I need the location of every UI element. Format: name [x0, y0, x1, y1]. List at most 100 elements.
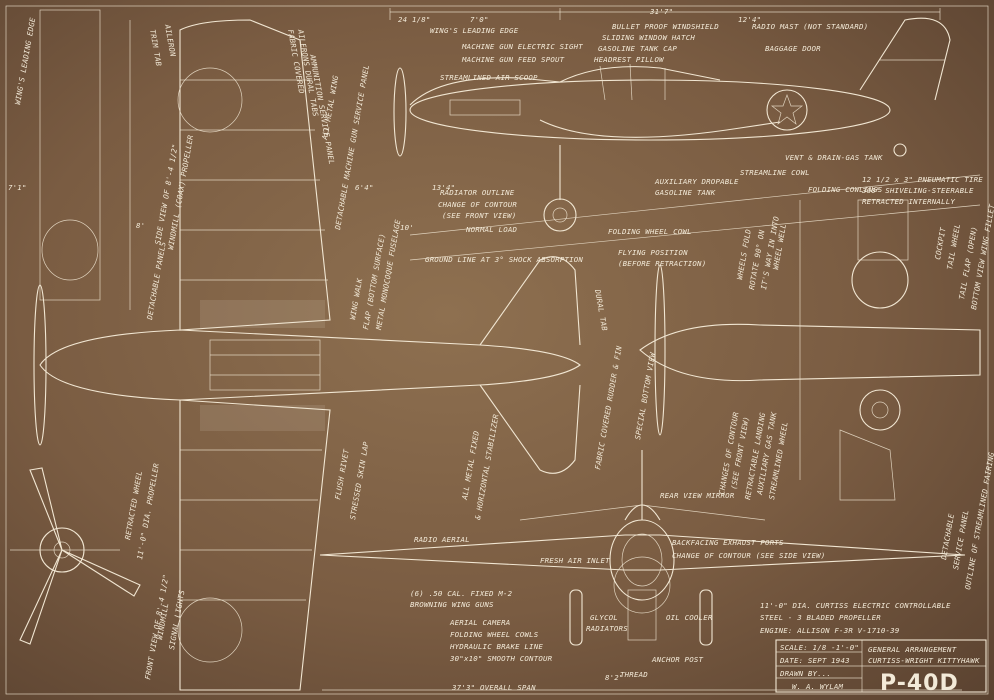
lbl-br-tail-wheel: TAIL WHEEL: [945, 223, 962, 270]
lbl-thread: THREAD: [620, 670, 648, 679]
lbl-gasoline-tank: GASOLINE TANK: [655, 188, 716, 197]
lbl-plan-horizontal-stab: & HORIZONTAL STABILIZER: [473, 413, 501, 521]
plan-cockpit: [209, 339, 321, 391]
lbl-see-front-view: (SEE FRONT VIEW): [442, 211, 516, 220]
lbl-streamlined-air-scoop: STREAMLINED AIR SCOOP: [440, 73, 538, 82]
plan-stabilizer-upper: [479, 256, 581, 346]
dim-d7: 8'2": [605, 673, 624, 682]
lbl-folding-wheel-cowls: FOLDING WHEEL COWLS: [450, 630, 539, 639]
lbl-radiators: RADIATORS: [586, 624, 628, 633]
lbl-gasoline-tank-cap: GASOLINE TANK CAP: [598, 44, 677, 53]
lbl-before-retraction: (BEFORE RETRACTION): [618, 259, 706, 268]
title-line2: CURTISS-WRIGHT KITTYHAWK: [868, 656, 980, 665]
lbl-radio-aerial: RADIO AERIAL: [414, 535, 470, 544]
lbl-ground-line: GROUND LINE AT 3° SHOCK ABSORPTION: [425, 255, 583, 264]
bottom-wheel: [859, 389, 901, 431]
title-block: [775, 639, 987, 693]
plan-fuselage: [39, 329, 581, 401]
lbl-retracted-internally: RETRACTED INTERNALLY: [862, 197, 955, 206]
front-radiator: [627, 589, 657, 641]
lbl-plan-stressed-skin: STRESSED SKIN LAP: [348, 441, 371, 521]
lbl-wing-leading-edge: WING'S LEADING EDGE: [430, 26, 519, 35]
dim-d4: 12'4": [738, 15, 761, 24]
lbl-flying-position: FLYING POSITION: [618, 248, 688, 257]
front-stabilizer: [519, 504, 766, 521]
dim-d2: 7'0": [470, 15, 489, 24]
title-drawer-name: W. A. WYLAM: [792, 682, 843, 691]
side-wing: [539, 119, 781, 138]
side-insignia: [766, 89, 808, 131]
lbl-rear-view-mirror: REAR VIEW MIRROR: [660, 491, 735, 500]
lbl-plan-special-bottom: SPECIAL BOTTOM VIEW: [633, 351, 657, 440]
plan-view: [33, 9, 666, 691]
lbl-change-of-contour2: CHANGE OF CONTOUR (SEE SIDE VIEW): [672, 551, 825, 560]
lbl-plan-wings-leading-edge: WING'S LEADING EDGE: [13, 16, 37, 105]
lbl-pneumatic-tire: 12 1/2 x 3" PNEUMATIC TIRE: [862, 175, 983, 184]
lbl-oil-cooler: OIL COOLER: [666, 613, 713, 622]
lbl-change-of-contour: CHANGE OF CONTOUR: [438, 200, 517, 209]
lbl-mg-electric-sight: MACHINE GUN ELECTRIC SIGHT: [461, 42, 583, 51]
lbl-folding-cowlings: FOLDING COWLINGS: [808, 185, 883, 194]
front-right-wheel: [699, 589, 713, 646]
front-wing: [319, 534, 966, 571]
front-view: [319, 450, 966, 691]
title-model: P-40D: [880, 671, 959, 696]
lbl-smooth-contour: 30"x10" SMOOTH CONTOUR: [449, 654, 553, 663]
side-fuselage: [409, 79, 891, 141]
lbl-mg-feed-spout: MACHINE GUN FEED SPOUT: [461, 55, 565, 64]
side-main-wheel: [543, 198, 577, 232]
lbl-folding-wheel-cowl: FOLDING WHEEL COWL: [608, 227, 692, 236]
side-canopy: [559, 66, 721, 83]
dim-d5: 13'4": [432, 183, 455, 192]
ground-line: [409, 174, 981, 236]
lbl-plan-trim-tab: TRIM TAB: [148, 29, 163, 68]
dim-d1: 24 1/8": [398, 15, 431, 24]
side-view: [389, 8, 981, 261]
lbl-vent-drain: VENT & DRAIN-GAS TANK: [785, 153, 883, 162]
sheet-border: [5, 5, 989, 695]
lbl-browning: BROWNING WING GUNS: [410, 600, 494, 609]
plan-lower-insignia: [177, 597, 243, 663]
side-tail-fin: [859, 17, 951, 101]
lbl-curtiss-electric: 11'-0" DIA. CURTISS ELECTRIC CONTROLLABL…: [760, 601, 951, 610]
lbl-normal-load: NORMAL LOAD: [465, 225, 517, 234]
plan-bottom-prop: [654, 264, 666, 436]
lbl-radiator-outline: RADIATOR OUTLINE: [440, 188, 515, 197]
front-prop-view: [10, 467, 141, 645]
lbl-plan-dural-tab: DURAL TAB: [593, 288, 609, 332]
lbl-bullet-proof-windshield: BULLET PROOF WINDSHIELD: [612, 22, 719, 31]
lbl-sliding-window-hatch: SLIDING WINDOW HATCH: [602, 33, 695, 42]
dim-d6: 10': [400, 223, 414, 232]
lbl-steel-3-bladed: STEEL - 3 BLADED PROPELLER: [760, 613, 881, 622]
lbl-overall-span: OVERALL SPAN: [480, 683, 536, 692]
title-line1: GENERAL ARRANGEMENT: [868, 645, 957, 654]
dim-d3: 31'7": [649, 7, 673, 16]
lbl-plan-detachable-mg: DETACHABLE MACHINE GUN SERVICE PANEL: [333, 64, 371, 231]
lbl-aerial-camera: AERIAL CAMERA: [449, 618, 510, 627]
side-tail-wheel: [893, 143, 907, 157]
front-nose: [609, 519, 675, 601]
lbl-backfacing-exhaust: BACKFACING EXHAUST PORTS: [672, 538, 784, 547]
side-propeller: [393, 67, 407, 157]
lbl-br-cockpit: COCKPIT: [933, 226, 948, 260]
lbl-anchor-post: ANCHOR POST: [651, 655, 703, 664]
lbl-plan-wing-walk: WING WALK: [348, 277, 364, 320]
lbl-auxiliary-gas-tank: AUXILIARY DROPABLE: [654, 177, 739, 186]
title-drawn-by: DRAWN BY...: [779, 669, 831, 678]
plan-stabilizer-lower: [479, 384, 581, 474]
lbl-plan-fabric-rudder: FABRIC COVERED RUDDER & FIN: [593, 345, 624, 471]
title-scale: SCALE: 1/8 -1'-0": [780, 643, 859, 652]
front-left-wheel: [569, 589, 583, 646]
dim-d10: 8': [136, 221, 145, 230]
title-date: DATE: SEPT 1943: [779, 656, 850, 665]
plan-upper-insignia: [177, 67, 243, 133]
dim-d8: 37'3": [451, 683, 475, 692]
lbl-guns: (6) .50 CAL. FIXED M-2: [410, 589, 513, 598]
lbl-baggage-door: BAGGAGE DOOR: [765, 44, 821, 53]
lbl-engine: ENGINE: ALLISON F-3R V-1710-39: [760, 626, 900, 635]
lbl-plan-flush-rivet: FLUSH RIVET: [333, 448, 351, 500]
bottom-fuselage: [639, 323, 981, 382]
lbl-radio-mast: RADIO MAST (NOT STANDARD): [752, 22, 868, 31]
